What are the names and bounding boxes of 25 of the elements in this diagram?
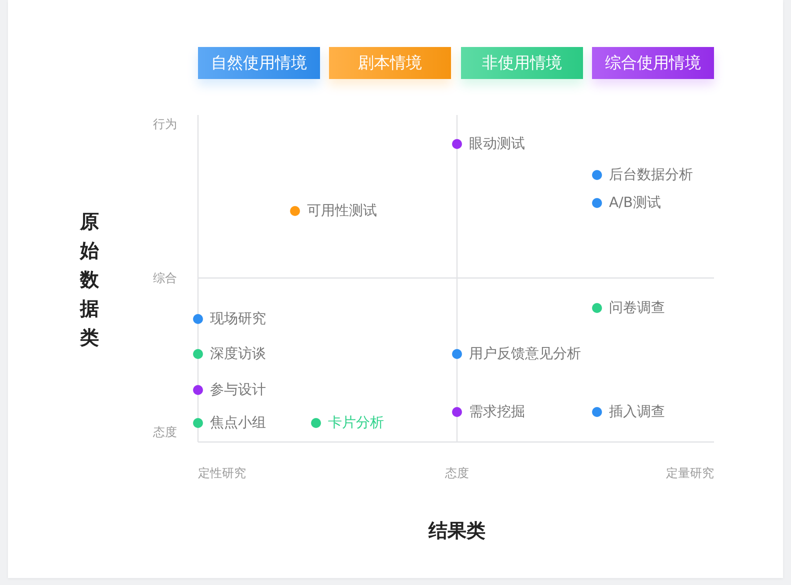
point-label: 需求挖掘 [469,403,525,422]
axis-tick-label: 综合 [153,270,177,287]
point-label: 眼动测试 [469,135,525,154]
point-label: 用户反馈意见分析 [469,345,581,364]
legend-chip: 非使用情境 [461,47,583,79]
point-label: 插入调查 [609,403,665,422]
point-label: 卡片分析 [328,414,384,433]
axis-title: 原始数据类 [80,210,100,350]
axis-tick-label: 态度 [153,424,177,441]
point-label: 焦点小组 [210,414,266,433]
point-label: A/B测试 [609,194,661,213]
legend-chip: 剧本情境 [329,47,451,79]
axis-tick-label: 定量研究 [666,465,714,482]
point-label: 可用性测试 [307,202,377,221]
axis-title: 结果类 [428,519,486,544]
point-label: 深度访谈 [210,345,266,364]
point-label: 参与设计 [210,381,266,400]
legend-chip: 自然使用情境 [198,47,320,79]
legend-chip: 综合使用情境 [592,47,714,79]
point-label: 现场研究 [210,310,266,329]
axis-tick-label: 态度 [445,465,469,482]
point-label: 问卷调查 [609,299,665,318]
axis-tick-label: 定性研究 [198,465,246,482]
axis-tick-label: 行为 [153,116,177,133]
point-label: 后台数据分析 [609,166,693,185]
